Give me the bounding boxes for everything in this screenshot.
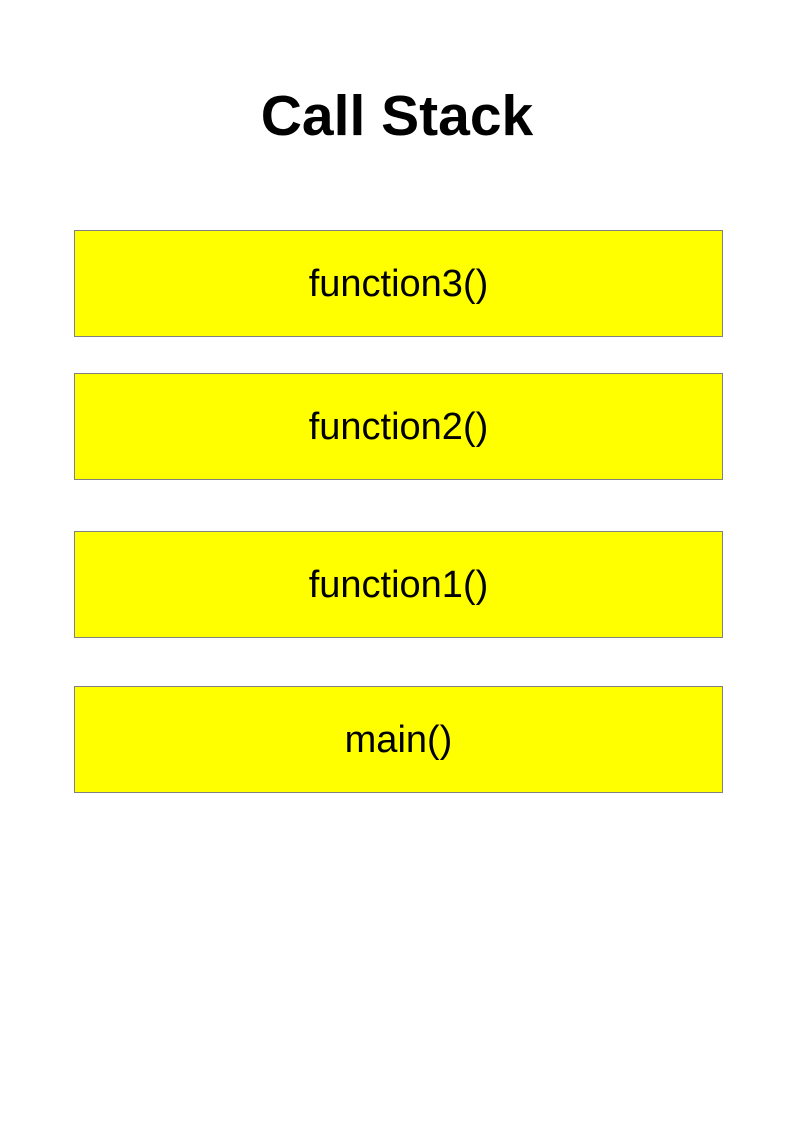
page-title: Call Stack bbox=[260, 84, 534, 148]
stack-frame-label: function1() bbox=[308, 563, 489, 606]
stack-frame-label: main() bbox=[344, 718, 453, 761]
stack-frame-label: function2() bbox=[308, 405, 489, 448]
stack-frame-label: function3() bbox=[308, 262, 489, 305]
stack-frame-function1: function1() bbox=[74, 531, 723, 638]
stack-frame-main: main() bbox=[74, 686, 723, 793]
stack-frame-function3: function3() bbox=[74, 230, 723, 337]
stack-frame-function2: function2() bbox=[74, 373, 723, 480]
